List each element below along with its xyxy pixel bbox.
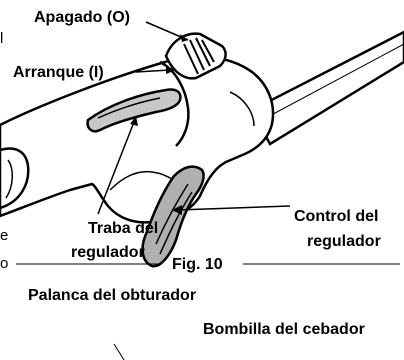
label-traba-line1: Traba del [88, 220, 159, 237]
label-palanca: Palanca del obturador [28, 287, 197, 304]
label-apagado: Apagado (O) [34, 9, 130, 26]
label-control-line2: regulador [307, 233, 381, 250]
edge-fragment-mid: e [0, 227, 9, 244]
label-control-line1: Control del [294, 208, 379, 225]
edge-fragment-top: l [0, 30, 4, 47]
handle-housing [0, 32, 275, 268]
edge-fragment-low: o [0, 255, 9, 272]
shaft [250, 30, 404, 146]
label-traba-line2: regulador [71, 244, 145, 261]
label-bombilla: Bombilla del cebador [203, 321, 365, 338]
figure-caption: Fig. 10 [172, 256, 223, 273]
label-arranque: Arranque (I) [13, 64, 104, 81]
leader-lines [97, 21, 291, 360]
